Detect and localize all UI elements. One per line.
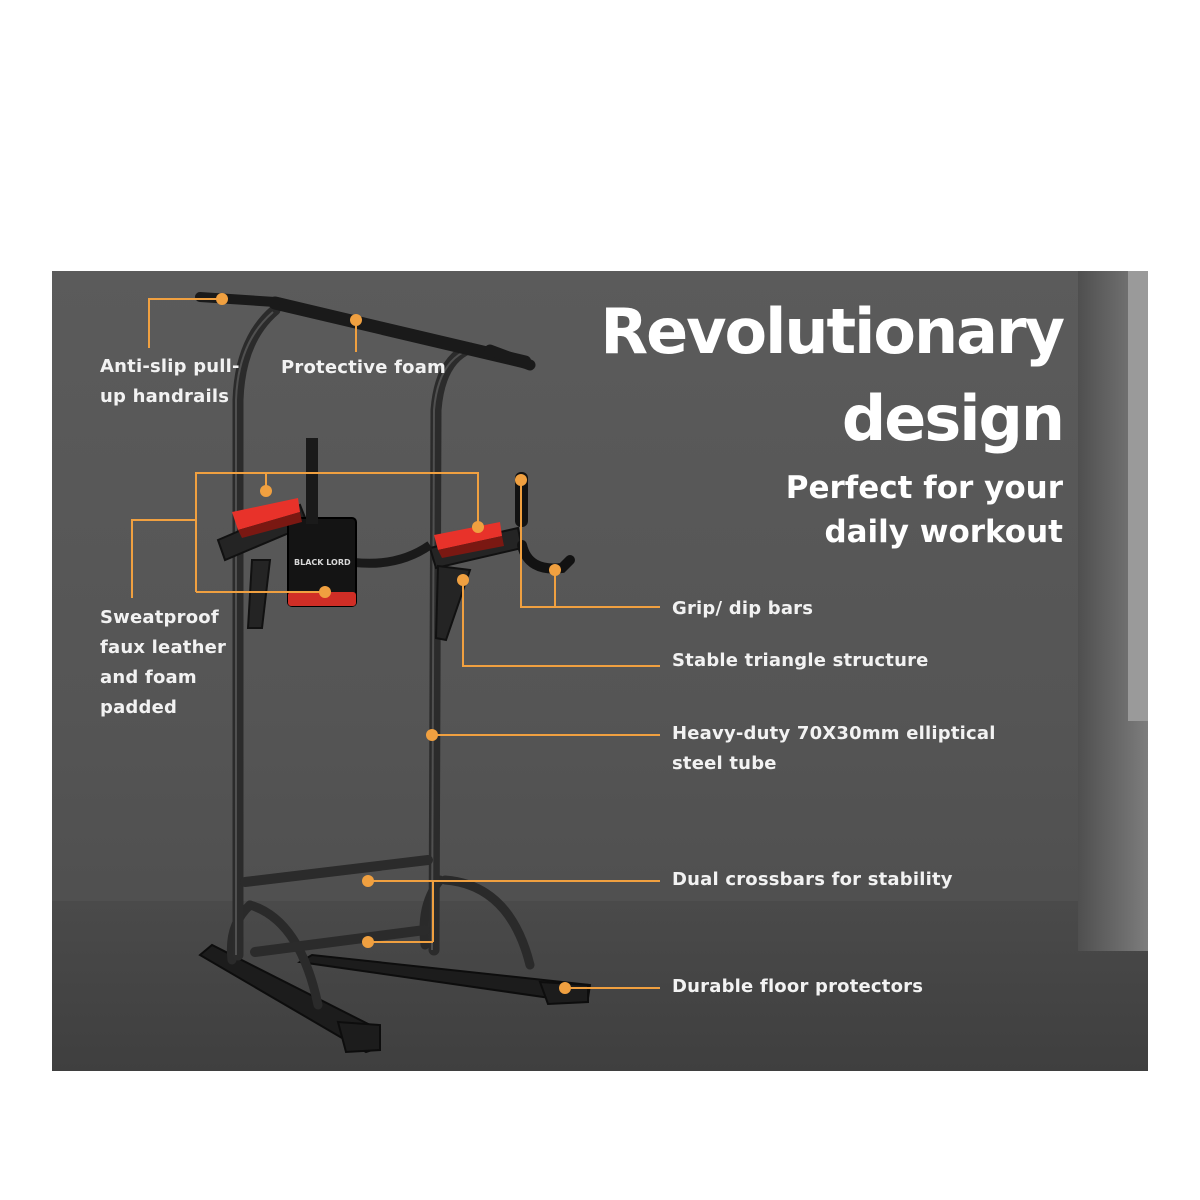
pullup-handle-left bbox=[195, 292, 280, 307]
callout-floor: Durable floor protectors bbox=[672, 976, 924, 997]
callout-tube-line2: steel tube bbox=[672, 753, 777, 774]
dip-bar-handle bbox=[517, 540, 575, 574]
subheadline-line-1: Perfect for your bbox=[785, 470, 1063, 506]
upright-left bbox=[232, 304, 281, 961]
pullup-handle-right bbox=[484, 344, 536, 371]
crossbar-upper bbox=[240, 855, 433, 887]
arm-pads bbox=[232, 498, 504, 558]
base-arc-left-front bbox=[245, 900, 323, 1010]
callout-leather-line2: faux leather bbox=[100, 637, 227, 658]
back-pad-trim bbox=[288, 592, 356, 606]
headline-line-1: Revolutionary bbox=[600, 295, 1065, 368]
callout-leather-line1: Sweatproof bbox=[100, 607, 219, 628]
callout-leather-line3: and foam bbox=[100, 667, 197, 688]
callout-foam: Protective foam bbox=[281, 357, 446, 378]
upright-right bbox=[428, 342, 476, 956]
base-arc-right-front bbox=[440, 875, 535, 970]
callout-handrails-line2: up handrails bbox=[100, 386, 230, 407]
brand-label: BLACK LORD bbox=[294, 558, 351, 567]
power-tower: BLACK LORD bbox=[195, 292, 592, 1054]
subheadline-line-2: daily workout bbox=[824, 514, 1063, 550]
headline-line-2: design bbox=[841, 382, 1065, 455]
window-edge bbox=[1128, 271, 1148, 721]
crossbar-lower bbox=[250, 925, 430, 957]
callout-dots bbox=[216, 293, 571, 994]
callout-crossbars: Dual crossbars for stability bbox=[672, 869, 953, 890]
pullup-bar bbox=[268, 296, 532, 369]
callout-tube-line1: Heavy-duty 70X30mm elliptical bbox=[672, 723, 996, 744]
back-pad-post bbox=[306, 438, 318, 524]
callout-leather-line4: padded bbox=[100, 697, 178, 718]
callout-triangle: Stable triangle structure bbox=[672, 650, 929, 671]
callout-handrails-line1: Anti-slip pull- bbox=[100, 356, 240, 377]
brace-left bbox=[246, 559, 272, 629]
callout-grip: Grip/ dip bars bbox=[672, 598, 814, 619]
